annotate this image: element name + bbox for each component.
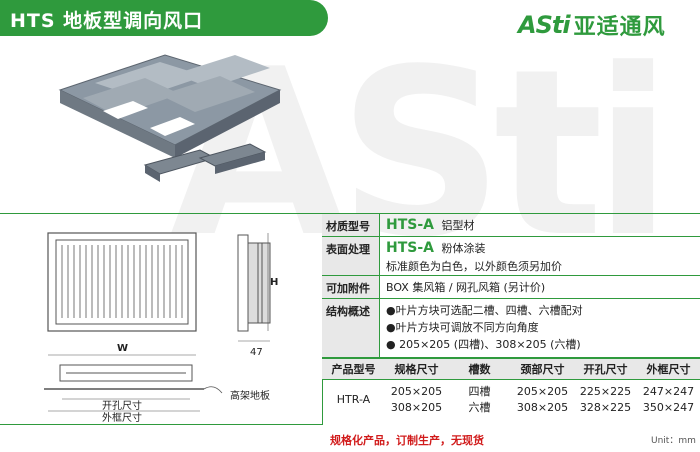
cell-frame: 350×247 [642,401,695,414]
spec-label: 表面处理 [322,237,380,275]
spec-label: 可加附件 [322,276,380,298]
th: 外框尺寸 [646,363,691,376]
cell-neck: 205×205 [516,385,569,398]
spec-text: BOX 集风箱 / 网孔风箱 (另计价) [386,281,546,294]
structure-line: ● 205×205 (四槽)、308×205 (六槽) [386,338,581,351]
spec-row-surface: 表面处理 HTS-A 粉体涂装 标准颜色为白色，以外颜色须另加价 [322,237,700,276]
label-kaikong: 开孔尺寸 [102,399,142,412]
dim-w-label: W [117,343,128,354]
technical-drawing: H 47 W 开孔尺寸 外框尺寸 高架地板 [44,232,278,423]
th: 开孔尺寸 [583,363,628,376]
structure-line: ●叶片方块可调放不同方向角度 [386,321,539,334]
page-title: HTS 地板型调向风口 [10,10,204,32]
spec-strong: HTS-A [386,217,434,233]
cell-size: 205×205 [390,385,443,398]
cell-model: HTR-A [336,393,371,406]
cell-slots: 六槽 [468,401,491,414]
spec-panel: 材质型号 HTS-A 铝型材 表面处理 HTS-A 粉体涂装 标准颜色为白色，以… [322,213,700,420]
spec-row-accessory: 可加附件 BOX 集风箱 / 网孔风箱 (另计价) [322,276,700,299]
cell-neck: 308×205 [516,401,569,414]
spec-text: 铝型材 [441,219,475,232]
th: 槽数 [468,363,491,376]
cell-slots: 四槽 [468,385,491,398]
cell-hole: 328×225 [579,401,632,414]
dim-47-label: 47 [250,347,263,358]
logo-mark: ASti [518,11,571,39]
footer-note: 规格化产品，订制生产，无现货 [330,434,484,447]
th: 产品型号 [331,363,376,376]
th: 颈部尺寸 [520,363,565,376]
table-row: HTR-A 205×205 308×205 四槽 六槽 205×205 308×… [322,380,700,420]
unit-label: Unit：mm [651,436,696,446]
cell-size: 308×205 [390,401,443,414]
header-bar: HTS 地板型调向风口 [0,0,328,36]
logo-text: 亚适通风 [573,15,666,40]
label-floor: 高架地板 [230,389,270,402]
spec-text: 粉体涂装 [441,242,486,255]
th: 规格尺寸 [394,363,439,376]
spec-label: 材质型号 [322,214,380,236]
spec-row-structure: 结构概述 ●叶片方块可选配二槽、四槽、六槽配对 ●叶片方块可调放不同方向角度 ●… [322,299,700,358]
brand-logo: ASti 亚适通风 [518,10,666,40]
spec-label: 结构概述 [322,299,380,357]
product-illustration [58,54,282,182]
table-header: 产品型号 规格尺寸 槽数 颈部尺寸 开孔尺寸 外框尺寸 [322,358,700,380]
label-waikuang: 外框尺寸 [102,411,142,423]
spec-extra: 标准颜色为白色，以外颜色须另加价 [386,260,562,273]
cell-frame: 247×247 [642,385,695,398]
dim-h-label: H [270,277,278,288]
spec-row-material: 材质型号 HTS-A 铝型材 [322,213,700,237]
structure-line: ●叶片方块可选配二槽、四槽、六槽配对 [386,304,583,317]
spec-strong: HTS-A [386,240,434,256]
cell-hole: 225×225 [579,385,632,398]
